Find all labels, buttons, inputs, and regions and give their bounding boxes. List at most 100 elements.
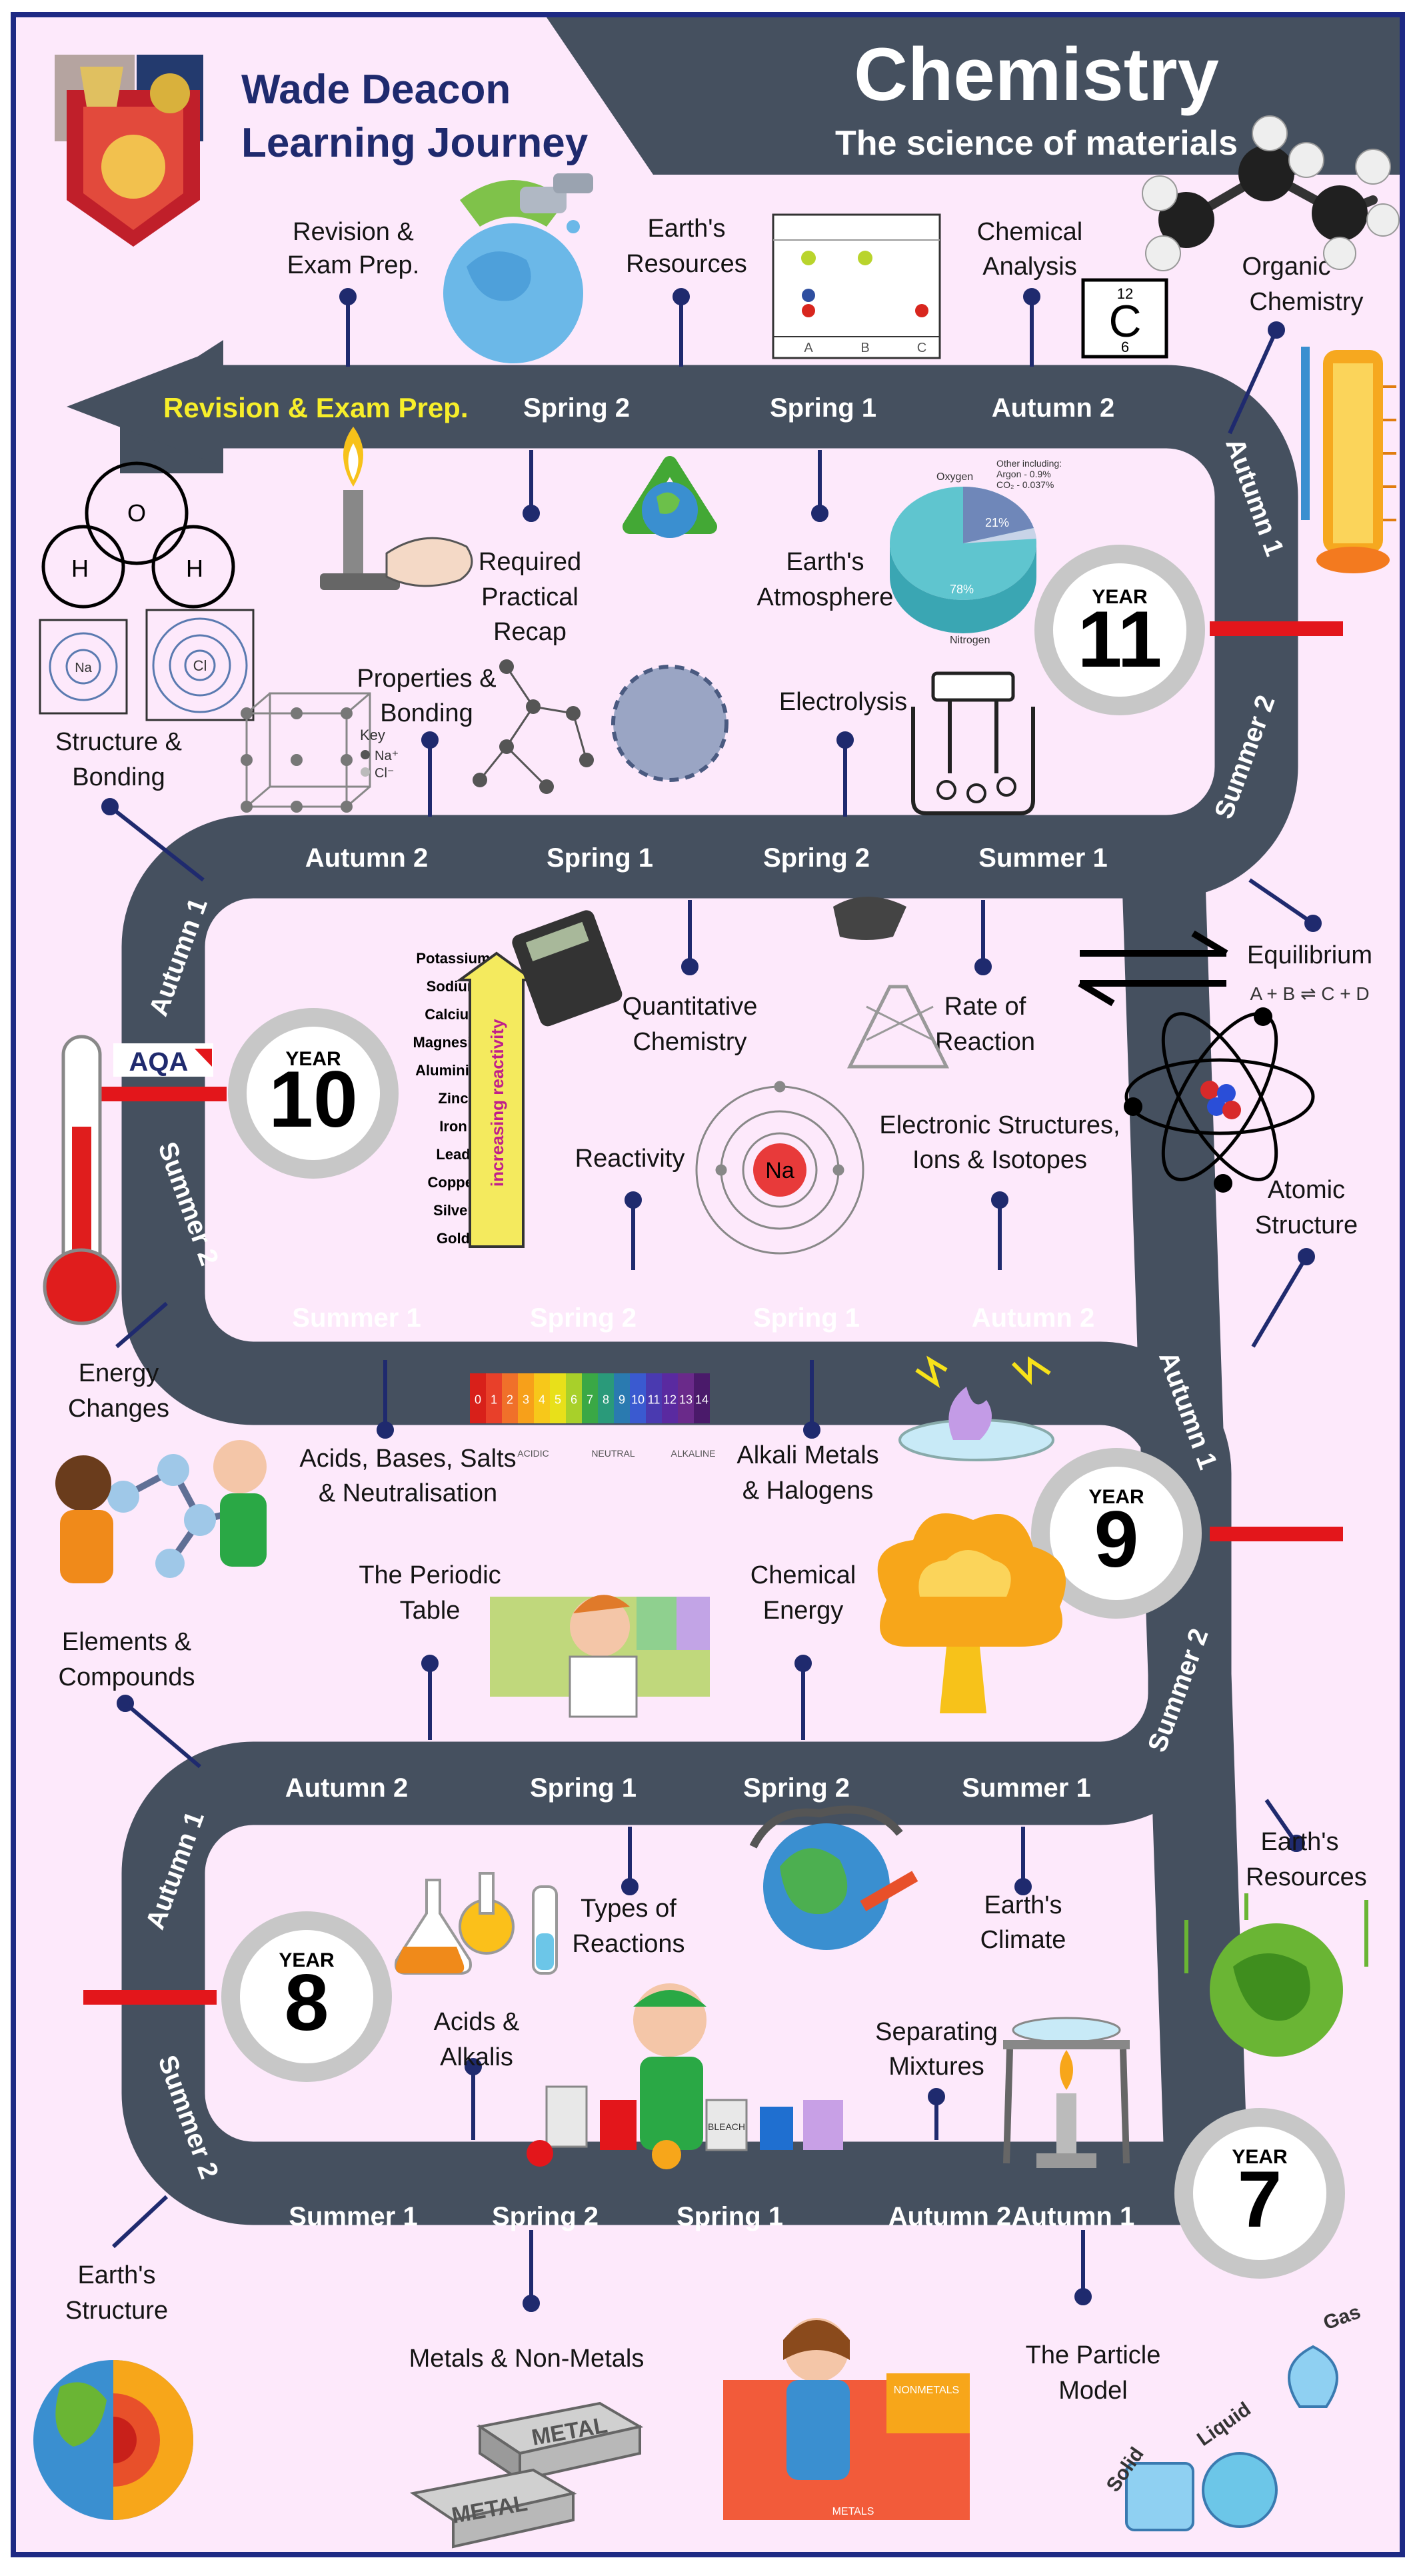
svg-text:YEAR: YEAR: [1232, 2146, 1288, 2168]
lattice-structures-illustration: Key Na⁺ Cl⁻: [241, 659, 728, 813]
ph-cell: [470, 1373, 486, 1423]
term-y9-summer1: Summer 1: [292, 1303, 421, 1333]
ph-number: 12: [663, 1393, 677, 1407]
topic-acids-bases: Acids, Bases, Salts& Neutralisation: [299, 1445, 516, 1507]
svg-text:21%: 21%: [985, 516, 1009, 529]
carbon-element-tile: 12 C 6: [1081, 278, 1168, 359]
topic-metals: Metals & Non-Metals: [409, 2345, 645, 2373]
globe-tap-illustration: [443, 173, 593, 363]
svg-text:12: 12: [1117, 285, 1133, 302]
svg-text:YEAR: YEAR: [285, 1048, 341, 1070]
svg-text:Na: Na: [75, 661, 92, 675]
topic-alkali-metals: Alkali Metals& Halogens: [736, 1441, 878, 1505]
svg-text:8: 8: [285, 1958, 329, 2047]
ph-cell: [694, 1373, 710, 1423]
earth-structure-illustration: [33, 2360, 193, 2520]
term-y7-autumn1: Autumn 1: [1012, 2202, 1134, 2231]
teacher-periodic-illustration: NONMETALS METALS: [723, 2318, 970, 2520]
ph-number: 8: [603, 1393, 609, 1407]
flasks-illustration: [395, 1872, 558, 1975]
svg-text:AQA: AQA: [129, 1047, 189, 1077]
topic-electrolysis: Electrolysis: [779, 688, 907, 716]
learning-road: [121, 365, 1298, 2225]
term-y8-spring2: Spring 2: [743, 1773, 850, 1803]
svg-text:6: 6: [1121, 339, 1129, 355]
svg-text:CO₂ - 0.037%: CO₂ - 0.037%: [996, 479, 1054, 490]
topic-revision: Revision &Exam Prep.: [287, 218, 420, 279]
term-y7-spring2: Spring 2: [492, 2202, 599, 2231]
year-badge-9: YEAR 9: [1031, 1448, 1202, 1619]
svg-text:10: 10: [269, 1055, 357, 1144]
term-y9-spring1: Spring 1: [753, 1303, 860, 1333]
svg-text:Zinc: Zinc: [438, 1090, 468, 1107]
school-crest-logo: [55, 55, 203, 247]
term-y9-autumn2: Autumn 2: [972, 1303, 1094, 1333]
atom-orbit-illustration: [1124, 1007, 1315, 1193]
year-badge-10: YEAR 10: [228, 1008, 399, 1179]
svg-text:A: A: [804, 341, 813, 355]
ph-cell: [566, 1373, 582, 1423]
ph-cell: [550, 1373, 566, 1423]
ph-cell: [502, 1373, 518, 1423]
ph-number: 13: [679, 1393, 693, 1407]
ph-number: 5: [555, 1393, 561, 1407]
ph-cell: [518, 1373, 534, 1423]
chromatography-illustration: A B C: [772, 213, 941, 359]
ph-cell: [630, 1373, 646, 1423]
term-y8-autumn2: Autumn 2: [285, 1773, 408, 1803]
svg-text:H: H: [71, 555, 89, 582]
ph-number: 6: [571, 1393, 577, 1407]
topic-reactivity: Reactivity: [575, 1145, 685, 1173]
periodic-table-illustration: [490, 1595, 710, 1718]
subject-tagline: The science of materials: [835, 124, 1238, 163]
svg-text:Cl⁻: Cl⁻: [375, 766, 394, 781]
svg-text:Key: Key: [360, 727, 385, 743]
ph-number: 0: [475, 1393, 481, 1407]
reactivity-series: Potassium Sodium Calcium Magnesium Alumi…: [413, 950, 493, 1247]
svg-text:Argon - 0.9%: Argon - 0.9%: [996, 469, 1051, 479]
svg-text:Cl: Cl: [193, 657, 207, 674]
kids-molecule-illustration: [55, 1440, 267, 1583]
thermometer-illustration: [43, 1035, 120, 1325]
equilibrium-arrows-icon: [1078, 930, 1228, 1007]
term-y10-spring2: Spring 2: [763, 843, 870, 873]
term-y7-spring1: Spring 1: [677, 2202, 783, 2231]
ph-number: 3: [523, 1393, 529, 1407]
ph-number: 7: [587, 1393, 593, 1407]
term-y10-autumn2: Autumn 2: [305, 843, 428, 873]
earth-resources-globe: [1184, 1893, 1368, 2057]
year-dividers: [83, 621, 1343, 2005]
term-y7-summer1: Summer 1: [289, 2202, 417, 2231]
svg-text:7: 7: [1238, 2155, 1282, 2244]
ph-cell: [646, 1373, 662, 1423]
household-chemicals-illustration: BLEACH: [527, 1983, 843, 2169]
sodium-atom-diagram: Na: [695, 1081, 864, 1255]
year-badge-7: YEAR 7: [1174, 2108, 1345, 2279]
svg-text:YEAR: YEAR: [1088, 1486, 1144, 1508]
calculator-illustration: [512, 910, 623, 1027]
svg-text:C: C: [1108, 296, 1141, 347]
ph-number: 11: [648, 1393, 661, 1407]
term-y8-spring1: Spring 1: [530, 1773, 637, 1803]
year-badge-8: YEAR 8: [221, 1911, 392, 2082]
ph-cell: [534, 1373, 550, 1423]
svg-text:Iron: Iron: [439, 1118, 467, 1135]
svg-text:Lead: Lead: [436, 1146, 470, 1163]
header-banner: [547, 17, 1400, 175]
svg-text:B: B: [860, 341, 869, 355]
ph-cell: [582, 1373, 598, 1423]
svg-text:ACIDIC: ACIDIC: [517, 1448, 549, 1459]
organic-molecule-model: [1142, 115, 1400, 271]
svg-text:YEAR: YEAR: [1092, 586, 1148, 608]
svg-text:BLEACH: BLEACH: [708, 2121, 745, 2132]
metal-bars-illustration: METAL METAL: [409, 2401, 644, 2549]
